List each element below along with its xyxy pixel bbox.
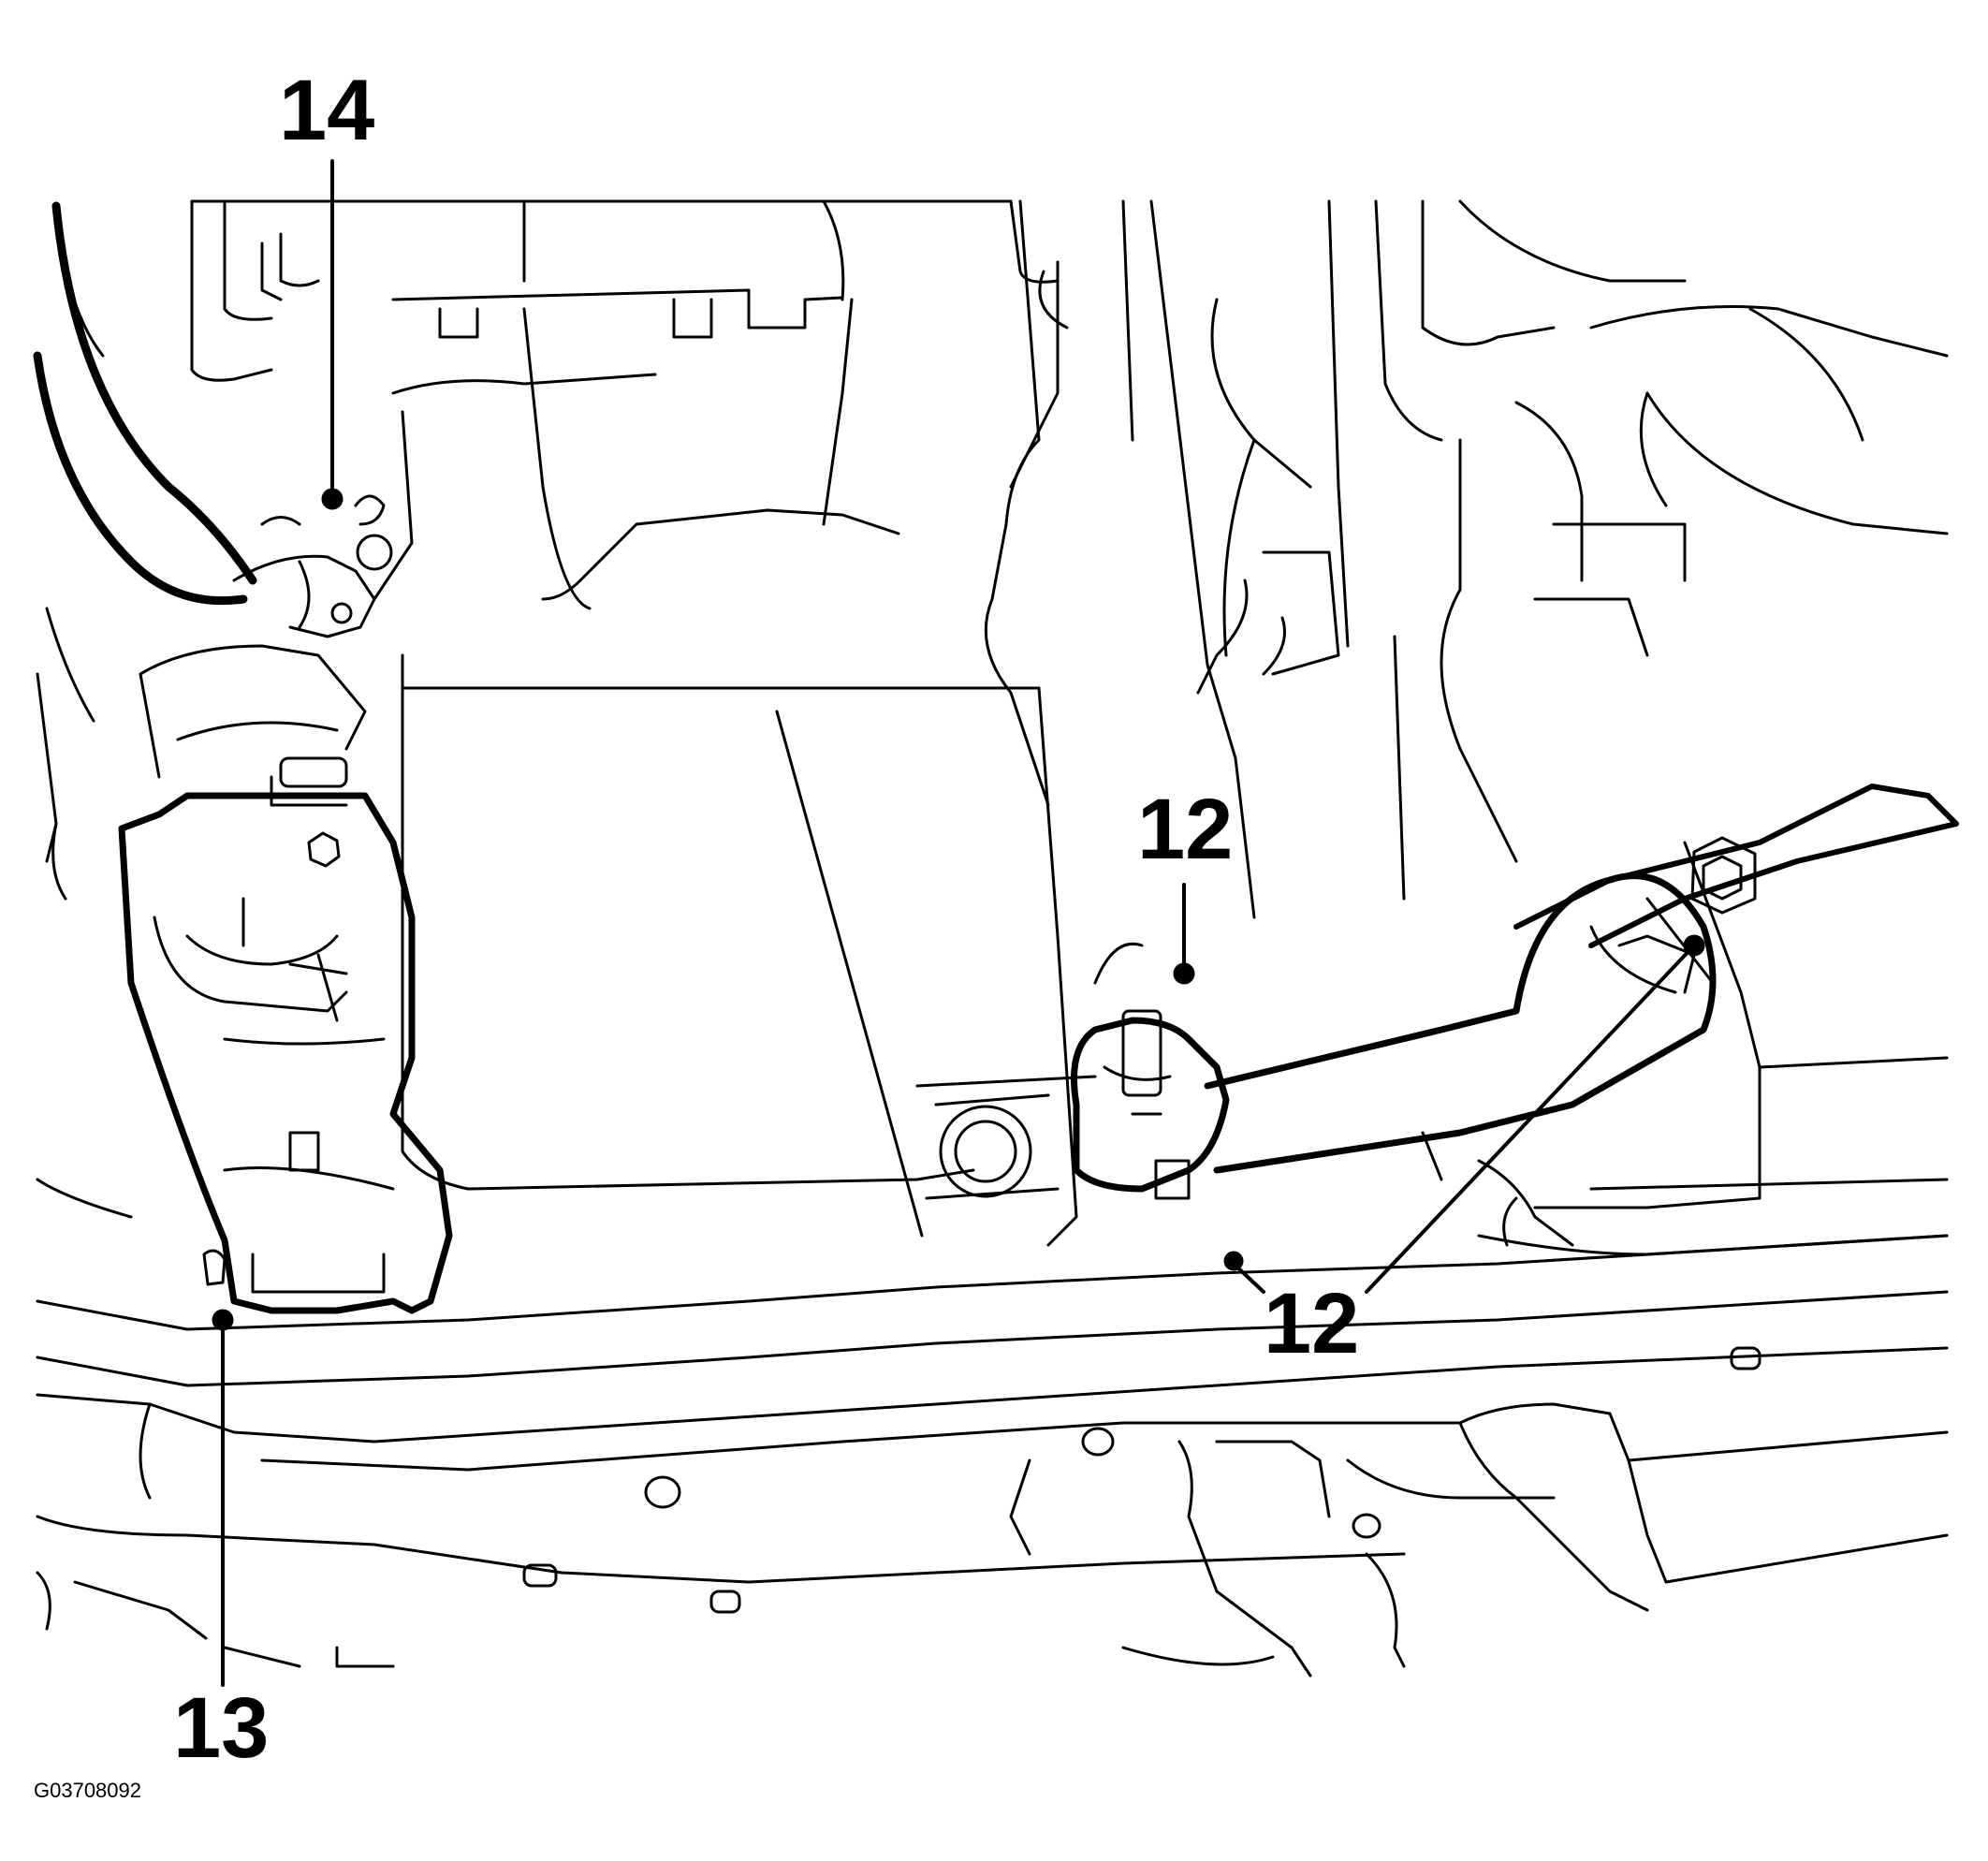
right-bracket-outline bbox=[1477, 841, 1949, 1256]
callout-12-upper-dot bbox=[1173, 962, 1195, 985]
callout-12-lower-dot bbox=[1223, 1251, 1244, 1271]
callout-label-12-upper: 12 bbox=[1137, 782, 1234, 877]
right-engine-components bbox=[984, 199, 1949, 919]
left-engine-mount bbox=[118, 644, 453, 1314]
callout-leaders bbox=[212, 159, 1705, 1687]
crossmember-holes bbox=[522, 1346, 1761, 1614]
lower-left-fragments bbox=[36, 1178, 395, 1668]
callout-13-dot bbox=[212, 1309, 234, 1331]
transmission-pan-outline bbox=[401, 653, 1097, 1247]
callout-12-right-dot bbox=[1683, 934, 1705, 957]
torque-rod-mount bbox=[1071, 784, 1959, 1247]
engine-block-outline bbox=[190, 199, 1060, 610]
drain-plug bbox=[925, 1093, 1060, 1200]
callout-14-dot bbox=[321, 488, 344, 510]
callout-label-14: 14 bbox=[279, 63, 375, 158]
pipe-fitting-14 bbox=[232, 232, 393, 638]
figure-code: G03708092 bbox=[34, 1779, 141, 1802]
left-mount-bolts bbox=[202, 831, 341, 1286]
subframe-crossmember bbox=[36, 1234, 1949, 1678]
callout-label-13: 13 bbox=[173, 1680, 270, 1776]
callout-label-12-lower: 12 bbox=[1264, 1276, 1360, 1371]
hose-lines bbox=[33, 201, 1286, 901]
